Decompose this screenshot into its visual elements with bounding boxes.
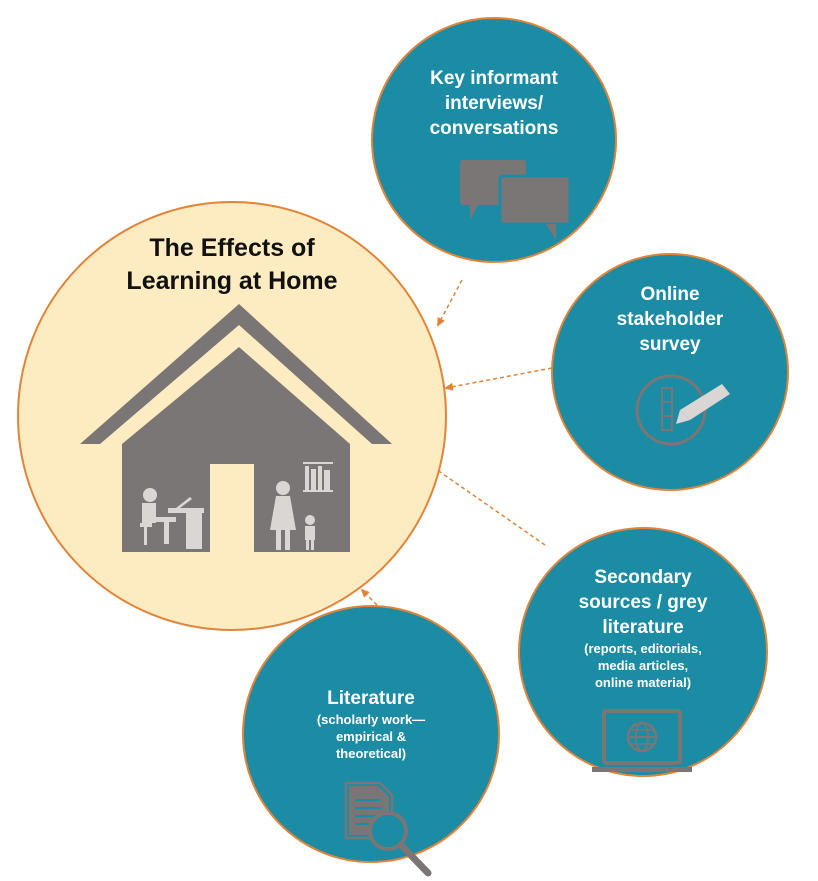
node-literature-sub3: theoretical) (335, 746, 407, 761)
speech-bubbles-icon (460, 160, 572, 240)
main-title-line1: The Effects of (149, 234, 315, 262)
node-secondary-sub3: online material) (594, 675, 692, 690)
laptop-globe-icon (592, 709, 692, 772)
node-secondary-line2: sources / grey (578, 592, 708, 613)
house-icon (80, 304, 392, 552)
survey-pencil-icon (635, 374, 730, 446)
node-literature-line1: Literature (327, 688, 415, 709)
node-survey-circle (551, 253, 789, 491)
connector-secondary (428, 463, 546, 546)
node-interviews-label: Key informant interviews/ conversations (404, 66, 584, 141)
connector-literature (360, 588, 383, 611)
node-interviews-line1: Key informant (430, 68, 558, 89)
node-interviews-line2: interviews/ (444, 93, 544, 114)
connector-interviews (437, 279, 463, 327)
document-magnifier-icon (344, 781, 432, 877)
node-interviews-line3: conversations (429, 118, 559, 139)
node-survey-line1: Online (640, 284, 700, 305)
node-literature-label: Literature (scholarly work— empirical & … (286, 686, 456, 762)
node-survey-line2: stakeholder (616, 309, 724, 330)
node-secondary-sub2: media articles, (597, 658, 689, 673)
node-survey-line3: survey (639, 334, 701, 355)
main-title: The Effects of Learning at Home (82, 232, 382, 298)
connector-survey (444, 367, 553, 391)
main-title-line2: Learning at Home (126, 267, 338, 295)
node-survey-label: Online stakeholder survey (590, 282, 750, 357)
node-literature-sub2: empirical & (335, 729, 407, 744)
node-secondary-sub1: (reports, editorials, (584, 641, 702, 656)
node-literature-circle (242, 605, 500, 863)
node-secondary-line1: Secondary (594, 567, 692, 588)
node-secondary-circle (518, 527, 768, 777)
node-literature-sub1: (scholarly work— (316, 712, 426, 727)
node-secondary-line3: literature (602, 617, 684, 638)
node-secondary-label: Secondary sources / grey literature (rep… (553, 565, 733, 691)
